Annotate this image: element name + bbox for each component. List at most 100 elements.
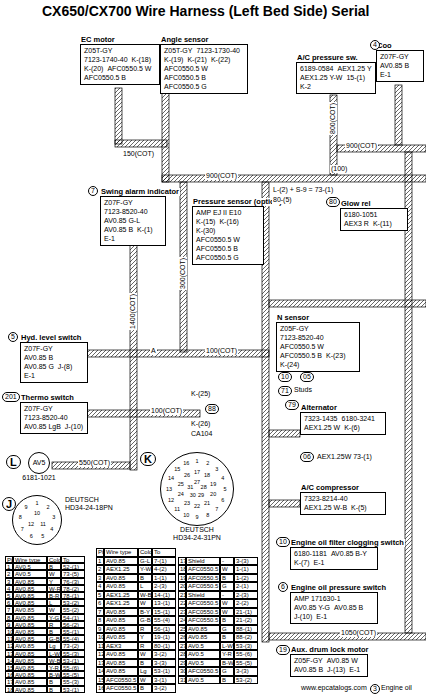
table-cell: AV0.85 xyxy=(13,599,47,606)
table-cell: B xyxy=(47,563,61,570)
table-cell: AV0.85 xyxy=(13,578,47,585)
table-cell: G xyxy=(220,667,234,676)
pin-number: 5 xyxy=(223,486,226,492)
table-cell: 1-(1) xyxy=(152,574,176,583)
pin-text: AFC0550.5 B xyxy=(84,74,126,82)
connector-text: DEUTSCH xyxy=(173,526,221,534)
pin-text: 7123-8520-40 xyxy=(104,208,148,216)
table-cell: Color xyxy=(138,548,152,557)
component-name: Engine oil filter clogging switch xyxy=(290,539,405,547)
table-cell: Y xyxy=(138,633,152,642)
table-cell: AV0.85 xyxy=(13,671,47,678)
table-cell: 9 xyxy=(5,621,13,628)
table-cell: AV0.85 xyxy=(186,625,220,634)
pin-list: 6180-1181AV0.85 B-YK-(7)E-1 xyxy=(294,550,374,567)
pin-text: 6180-3241 xyxy=(341,415,374,423)
pin-text: AEX3 R xyxy=(344,220,369,228)
pin-text: 6180-1051 xyxy=(344,211,377,219)
table-cell: W xyxy=(220,565,234,574)
pin-text: K-(6) xyxy=(344,424,360,432)
table-cell: Wire type xyxy=(104,548,138,557)
pin-number: 25 xyxy=(178,481,184,487)
table-cell: Pin xyxy=(96,548,104,557)
component-name: Swing alarm indicator xyxy=(100,188,180,196)
pin-number: 11 xyxy=(40,521,46,527)
component-name: Engine oil pressure switch xyxy=(290,584,387,592)
table-cell: 4 xyxy=(5,585,13,592)
connector-text: DEUTSCH xyxy=(65,496,113,504)
table-cell: 2 xyxy=(96,565,104,574)
pin-number: 4 xyxy=(221,475,224,481)
table-cell: B xyxy=(138,574,152,583)
table-cell: 23 xyxy=(178,608,186,617)
table-cell: AV0.5 xyxy=(186,676,220,685)
table-cell: 80-(1) xyxy=(152,642,176,651)
pin-text: AFC0550.5 G xyxy=(164,83,207,91)
table-cell: AV0.5 xyxy=(13,570,47,577)
table-cell: 25 xyxy=(178,625,186,634)
connector-box: CooZ07F-GYAV0.85 BE-1 xyxy=(376,50,424,82)
pin-text: K-(24) xyxy=(280,361,299,369)
pin-text: K-2 xyxy=(300,83,311,91)
table-cell: 78-(2) xyxy=(61,585,85,592)
connector-box: Engine oil pressure switchAMP 171630-1AV… xyxy=(290,592,378,624)
pin-number: 21 xyxy=(204,500,210,506)
pin-list: Z07F-GY7123-8520-40AV0.85 G-LAV0.85 BK-(… xyxy=(104,199,162,243)
table-cell: 55-(1) xyxy=(61,628,85,635)
text-group: DEUTSCHHD34-24-18PN xyxy=(65,496,113,512)
wire-label: K-(26) xyxy=(190,420,211,428)
wire-label: Studs xyxy=(293,386,313,394)
pin-text: AV0.85 Y-G xyxy=(294,604,330,612)
pin-text: K-(1) xyxy=(137,226,153,234)
table-cell: Lg xyxy=(138,667,152,676)
pin-number: 24 xyxy=(178,491,184,497)
table-cell: AFC0550.5 xyxy=(186,582,220,591)
component-name: N sensor xyxy=(276,314,310,322)
table-cell: - xyxy=(220,591,234,600)
pin-text: J-(10) xyxy=(65,423,83,431)
table-cell: 55-(2) xyxy=(61,606,85,613)
pin-text: 7323-8214-40 xyxy=(304,495,348,503)
table-cell: 11 xyxy=(96,642,104,651)
pin-number: 27 xyxy=(194,479,200,485)
component-name: Aux. drum lock motor xyxy=(290,646,370,654)
table-cell: AEX1.25 xyxy=(104,591,138,600)
callout-number: 88 xyxy=(205,404,219,414)
table-cell: B xyxy=(47,678,61,685)
pin-text: J-(8) xyxy=(58,363,72,371)
callout-number: 10 xyxy=(278,372,292,382)
table-cell: 55-(5) xyxy=(234,659,258,668)
pin-text: AEX1.25 W-B xyxy=(304,504,347,512)
pin-text: AV0.85 B xyxy=(294,666,323,674)
table-cell: 14 xyxy=(5,657,13,664)
pin-list: AMP 171630-1AV0.85 Y-GAV0.85 BJ-(10)E-1 xyxy=(294,595,374,621)
pin-list: AMP EJ II E10K-(15)K-(16)K-(30)AFC0550.5… xyxy=(196,209,260,262)
table-cell: 11 xyxy=(5,635,13,642)
table-cell: AV0.85 xyxy=(13,686,47,693)
wire-label: 1050(COT) xyxy=(340,629,377,637)
table-cell: 55-(4) xyxy=(61,635,85,642)
wire-label: AEX1.25W 73-(1) xyxy=(316,453,373,461)
pin-text: AMP 171630-1 xyxy=(294,595,341,603)
table-cell: L-W xyxy=(220,642,234,651)
wire-label: 900(COT) xyxy=(205,172,238,180)
table-cell: 19-(1) xyxy=(152,633,176,642)
pin-text: 7123-1740-40 xyxy=(84,56,128,64)
table-cell: 3-(3) xyxy=(152,659,176,668)
table-cell: 13 xyxy=(5,650,13,657)
table-cell: B xyxy=(138,659,152,668)
wire-label: 80-(5) xyxy=(272,196,293,204)
table-cell: R xyxy=(47,621,61,628)
table-cell: G-B xyxy=(138,616,152,625)
table-cell: AV0.85 xyxy=(13,642,47,649)
pin-text: AFC0550.5 W xyxy=(107,65,151,73)
table-cell: 2-(2) xyxy=(234,599,258,608)
wire-label: K-(25) xyxy=(190,390,211,398)
table-cell: 56-(1) xyxy=(152,625,176,634)
table-cell: AV0.85 xyxy=(13,657,47,664)
wire-label: Engine oil xyxy=(380,684,413,692)
table-cell: AV0.85 xyxy=(104,667,138,676)
pin-text: AV0.85 B xyxy=(24,354,53,362)
table-cell: B xyxy=(138,684,152,693)
component-name: Thermo switch xyxy=(20,394,75,402)
